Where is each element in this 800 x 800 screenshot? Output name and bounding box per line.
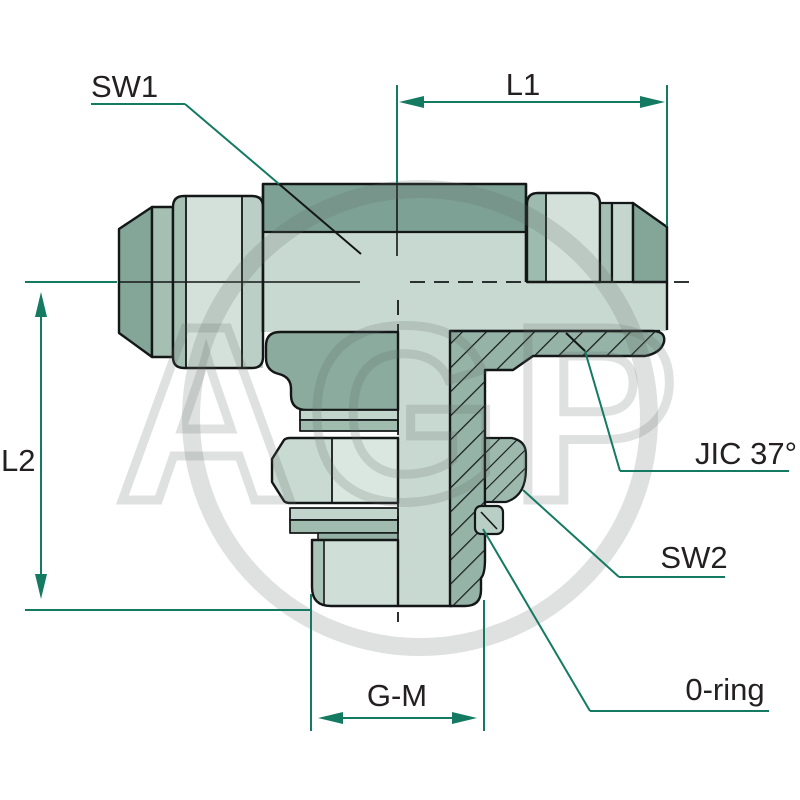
sw2-leader-diagonal xyxy=(522,489,620,578)
watermark-text: AGP xyxy=(116,274,688,553)
oring-leader-diagonal xyxy=(482,528,591,712)
stud-thread-facet xyxy=(312,540,324,604)
locknut-section-hatching xyxy=(483,436,528,504)
label-gm: G-M xyxy=(367,678,427,713)
dimension-labels: SW1 L1 L2 JIC 37° SW2 0-ring G-M xyxy=(1,67,797,713)
jic-leader-diagonal xyxy=(584,350,621,472)
label-l2: L2 xyxy=(1,443,35,478)
l2-arrow-top xyxy=(35,292,47,317)
body-shoulder xyxy=(264,330,400,412)
watermark: AGP xyxy=(112,180,688,656)
section-hatching xyxy=(448,329,666,608)
o-ring-mark xyxy=(480,511,498,530)
label-sw2: SW2 xyxy=(660,540,727,575)
fitting-body xyxy=(117,182,669,608)
l2-arrow-bottom xyxy=(35,574,47,599)
label-oring: 0-ring xyxy=(685,672,764,707)
l1-arrow-left xyxy=(399,96,424,108)
tee-body-base xyxy=(263,184,667,606)
locknut-left-facet xyxy=(272,438,332,503)
right-jic-cone xyxy=(631,201,669,284)
leader-black-segments xyxy=(278,183,586,352)
sw1-leader-diagonal xyxy=(184,103,280,185)
label-l1: L1 xyxy=(506,67,540,102)
right-flare-band xyxy=(610,201,635,284)
l1-arrow-right xyxy=(640,96,665,108)
centerlines xyxy=(119,184,692,622)
gm-arrow-right xyxy=(452,712,477,724)
locknut-main-facet xyxy=(332,438,398,503)
label-jic37: JIC 37° xyxy=(695,436,797,471)
right-nut-edge-facet xyxy=(527,193,546,282)
stud-body xyxy=(312,540,398,606)
sw1-leader-inner xyxy=(278,183,362,255)
dimension-lines xyxy=(25,85,789,731)
watermark-circle xyxy=(182,180,658,656)
dimension-arrowheads xyxy=(35,96,665,724)
jic-leader-inner xyxy=(565,332,586,352)
gm-arrow-left xyxy=(318,712,343,724)
label-sw1: SW1 xyxy=(91,69,158,104)
